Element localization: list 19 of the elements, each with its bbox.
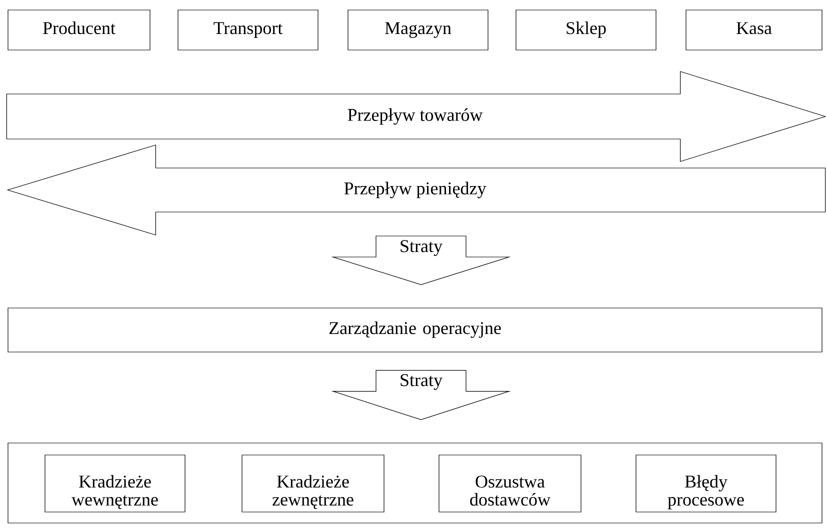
block-arrow	[331, 236, 511, 286]
block-arrow	[6, 71, 826, 162]
block-arrow	[6, 144, 826, 236]
edge-label: Przepływ pieniędzy	[342, 180, 488, 200]
edge-label: Straty	[398, 373, 444, 391]
process-box: Kradzieże wewnętrzne	[44, 454, 186, 512]
process-box: Transport	[178, 10, 318, 50]
process-box: Oszustwa dostawców	[438, 454, 582, 512]
edge-label: Przepływ towarów	[346, 107, 484, 126]
group-box	[8, 442, 822, 524]
process-box: Błędy procesowe	[636, 454, 776, 512]
process-box: Sklep	[516, 10, 656, 50]
block-arrow	[331, 370, 511, 420]
process-box: Kasa	[686, 10, 822, 50]
edge-label: Straty	[398, 239, 444, 257]
process-box: Zarządzanie operacyjne	[8, 308, 822, 352]
process-box: Magazyn	[348, 10, 488, 50]
process-box: Kradzieże zewnętrzne	[242, 454, 384, 512]
process-box: Producent	[8, 10, 150, 50]
